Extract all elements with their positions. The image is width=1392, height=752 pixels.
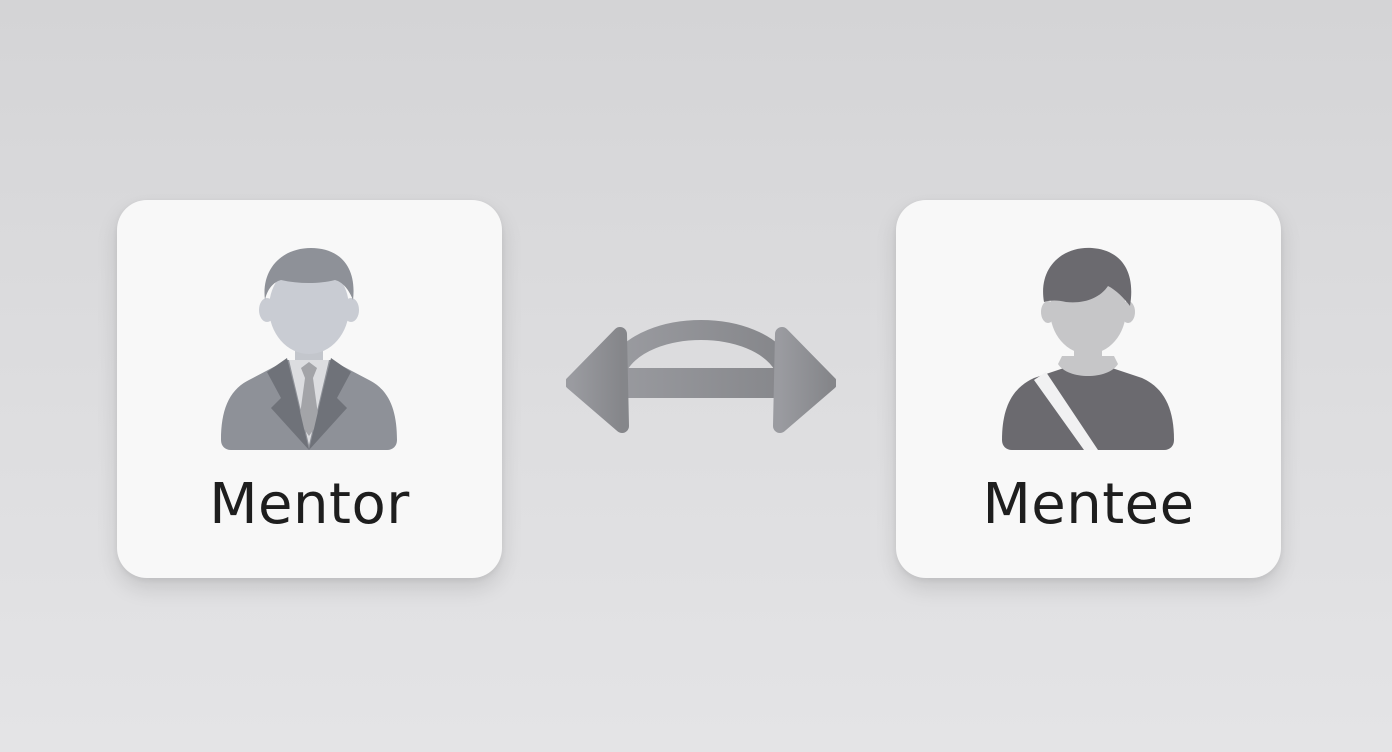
mentee-card: Mentee xyxy=(896,200,1281,578)
mentor-person-icon xyxy=(209,240,409,460)
mentor-card: Mentor xyxy=(117,200,502,578)
double-arrow-icon xyxy=(566,310,836,434)
mentor-label: Mentor xyxy=(209,472,410,537)
mentee-label: Mentee xyxy=(982,472,1195,537)
mentee-person-icon xyxy=(988,240,1188,460)
